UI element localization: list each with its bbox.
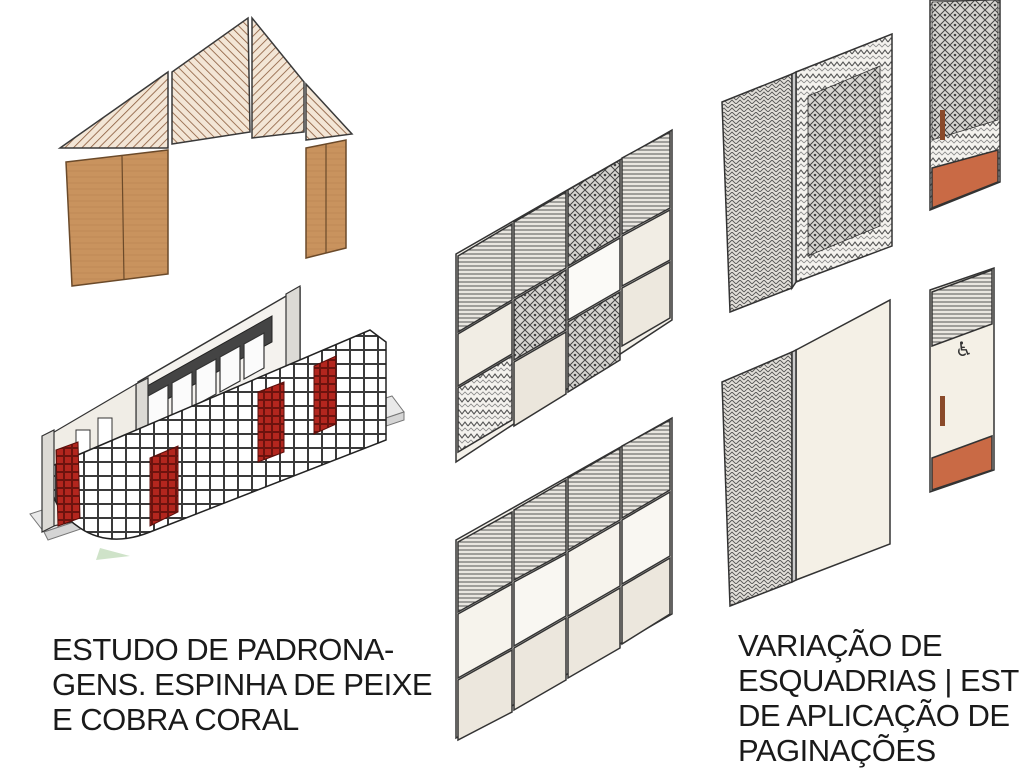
coral-panel-3 bbox=[257, 381, 285, 463]
caption-line: E COBRA CORAL bbox=[52, 702, 299, 737]
caption-frame-variation: VARIAÇÃO DE ESQUADRIAS | ESTU DE APLICAÇ… bbox=[738, 628, 1020, 768]
caption-pattern-study: ESTUDO DE PADRONA- GENS. ESPINHA DE PEIX… bbox=[52, 632, 433, 737]
facade-panel-grid-top bbox=[455, 128, 673, 464]
facade-panel-grid-bottom bbox=[455, 416, 673, 742]
gable-exploded-view bbox=[57, 15, 354, 287]
architectural-drawings: ♿ bbox=[29, 0, 1001, 742]
coral-panel-4 bbox=[313, 355, 337, 435]
caption-line: ESTUDO DE PADRONA- bbox=[52, 632, 394, 667]
sliding-door-plain bbox=[721, 298, 891, 608]
gable-triangle-right bbox=[305, 82, 354, 141]
caption-line: DE APLICAÇÃO DE bbox=[738, 698, 1010, 733]
isometric-building-facade bbox=[29, 284, 405, 560]
door-panel-patterned-narrow bbox=[929, 0, 1001, 212]
gable-triangle-left bbox=[57, 70, 169, 149]
door-panel-accessible: ♿ bbox=[929, 266, 995, 494]
accessibility-icon: ♿ bbox=[955, 337, 973, 361]
caption-line: GENS. ESPINHA DE PEIXE bbox=[52, 667, 433, 702]
coral-panel-2 bbox=[149, 445, 179, 527]
caption-line: PAGINAÇÕES bbox=[738, 733, 936, 768]
coral-panel-1 bbox=[55, 441, 81, 527]
wood-board-left bbox=[65, 149, 169, 287]
gable-triangle-mid-right bbox=[251, 15, 305, 139]
gable-triangle-mid-left bbox=[171, 16, 251, 145]
sliding-door-patterned bbox=[721, 32, 893, 314]
caption-line: VARIAÇÃO DE bbox=[738, 628, 943, 663]
caption-line: ESQUADRIAS | ESTU bbox=[738, 663, 1020, 698]
